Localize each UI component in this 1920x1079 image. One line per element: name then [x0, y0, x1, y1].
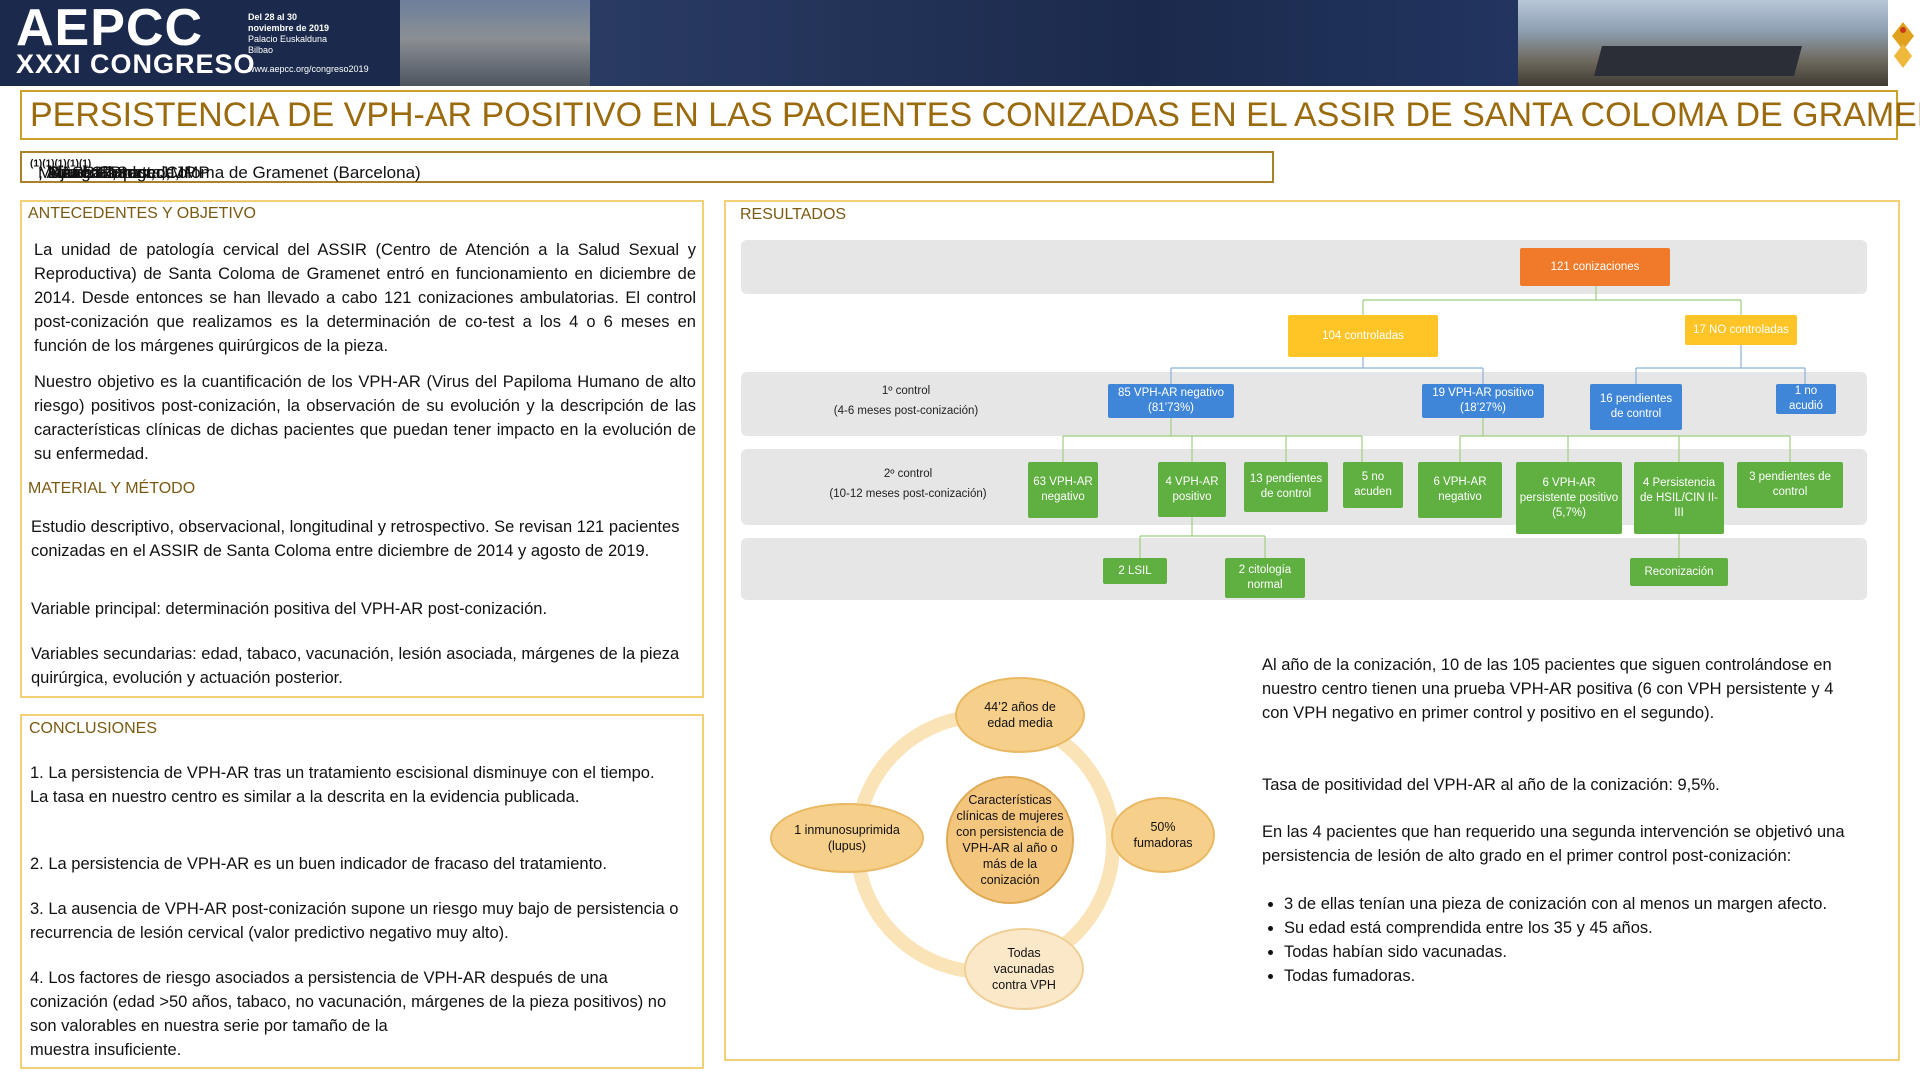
circle-top-age: 44’2 años de edad media	[955, 677, 1085, 753]
material-paragraph-1: Estudio descriptivo, observacional, long…	[31, 518, 680, 560]
circle-right-smokers: 50% fumadoras	[1111, 797, 1215, 873]
affiliation-mark: (1)	[30, 158, 43, 170]
banner-date: Del 28 al 30 noviembre de 2019 Palacio E…	[248, 12, 329, 56]
results-text-1: Al año de la conización, 10 de las 105 p…	[1262, 656, 1834, 722]
node-19-positivo: 19 VPH-AR positivo (18’27%)	[1422, 384, 1544, 418]
conclusion-4-text-end: muestra insuficiente.	[30, 1041, 182, 1059]
conclusiones-panel	[20, 714, 704, 1069]
banner-url: www.aepcc.org/congreso2019	[248, 64, 369, 74]
author: ; Vinagre Brugada, MP	[38, 163, 210, 182]
node-6-negativo: 6 VPH-AR negativo	[1418, 462, 1502, 518]
node-104-controladas: 104 controladas	[1288, 315, 1438, 357]
banner-congreso: XXXI CONGRESO	[16, 49, 256, 79]
conclusion-4-text: 4. Los factores de riesgo asociados a pe…	[30, 969, 667, 1035]
date-line: Del 28 al 30	[248, 12, 298, 22]
authors-box: Mitjans Carrasco, J (1); Abad Gil, I (1)…	[20, 151, 1274, 183]
node-6-persistente: 6 VPH-AR persistente positivo (5,7%)	[1516, 462, 1622, 534]
date-line: noviembre de 2019	[248, 23, 330, 33]
circle-center: Características clínicas de mujeres con …	[946, 776, 1074, 904]
node-121-conizaciones: 121 conizaciones	[1520, 248, 1670, 286]
congress-banner: AEPCC XXXI CONGRESO Del 28 al 30 noviemb…	[0, 0, 1920, 86]
circle-left-immunosuppressed: 1 inmunosuprimida (lupus)	[770, 803, 924, 873]
node-17-no-controladas: 17 NO controladas	[1685, 315, 1797, 345]
results-bullet: Su edad está comprendida entre los 35 y …	[1284, 916, 1864, 940]
node-2-lsil: 2 LSIL	[1103, 558, 1167, 584]
conclusiones-heading: CONCLUSIONES	[29, 720, 158, 737]
node-2-citologia: 2 citología normal	[1225, 558, 1305, 598]
results-bullet-list: 3 de ellas tenían una pieza de conizació…	[1262, 892, 1864, 988]
antecedentes-heading: ANTECEDENTES Y OBJETIVO	[28, 205, 256, 222]
band-label-subtitle: (4-6 meses post-conización)	[833, 405, 979, 417]
affiliation-mark: (1)	[66, 158, 79, 170]
band-label-title: 2º control	[883, 468, 933, 480]
conclusion-3: 3. La ausencia de VPH-AR post-conización…	[30, 900, 679, 942]
node-3-pendientes: 3 pendientes de control	[1737, 462, 1843, 508]
antecedentes-panel	[20, 200, 704, 698]
node-1-no-acudio: 1 no acudió	[1776, 384, 1836, 414]
banner-aepcc: AEPCC	[16, 0, 204, 57]
node-5-no-acuden: 5 no acuden	[1343, 462, 1403, 508]
antecedentes-paragraph-1: La unidad de patología cervical del ASSI…	[34, 241, 696, 355]
band-label-subtitle: (10-12 meses post-conización)	[829, 488, 987, 500]
banner-background	[590, 0, 1520, 86]
antecedentes-paragraph-2: Nuestro objetivo es la cuantificación de…	[34, 373, 696, 463]
city-line: Bilbao	[248, 45, 274, 55]
resultados-heading: RESULTADOS	[740, 206, 847, 223]
node-13-pendientes: 13 pendientes de control	[1244, 462, 1328, 512]
second-control-label: 2º control (10-12 meses post-conización)	[818, 466, 998, 502]
affiliation: . 1 ASSIR Santa Coloma de Gramenet (Barc…	[38, 163, 421, 182]
flow-band-root	[741, 240, 1867, 294]
authors-line: Mitjans Carrasco, J (1); Abad Gil, I (1)…	[30, 158, 421, 182]
congress-logo-icon	[1892, 22, 1914, 68]
poster-title: PERSISTENCIA DE VPH-AR POSITIVO EN LAS P…	[30, 96, 1920, 134]
results-text-2: Tasa de positividad del VPH-AR al año de…	[1262, 776, 1720, 794]
conclusion-1: 1. La persistencia de VPH-AR tras un tra…	[30, 764, 655, 806]
node-4-positivo: 4 VPH-AR positivo	[1158, 462, 1226, 517]
node-85-negativo: 85 VPH-AR negativo (81’73%)	[1108, 384, 1234, 418]
poster-title-box: PERSISTENCIA DE VPH-AR POSITIVO EN LAS P…	[20, 90, 1920, 140]
results-bullet: Todas fumadoras.	[1284, 964, 1864, 988]
author: ; Abad Gil, I	[38, 163, 126, 182]
circle-bottom-vaccinated: Todas vacunadas contra VPH	[964, 928, 1084, 1010]
node-63-negativo: 63 VPH-AR negativo	[1028, 462, 1098, 518]
material-paragraph-3: Variables secundarias: edad, tabaco, vac…	[31, 645, 680, 687]
results-bullet: 3 de ellas tenían una pieza de conizació…	[1284, 892, 1864, 916]
material-heading: MATERIAL Y MÉTODO	[28, 480, 196, 497]
author: Mitjans Carrasco, J	[38, 163, 184, 182]
node-reconizacion: Reconización	[1630, 558, 1728, 586]
first-control-label: 1º control (4-6 meses post-conización)	[826, 383, 986, 419]
conclusion-2: 2. La persistencia de VPH-AR es un buen …	[30, 855, 607, 873]
banner-photo-left	[400, 0, 600, 86]
author: ; Luis Labrador, J	[38, 163, 169, 182]
band-label-title: 1º control	[881, 385, 931, 397]
results-text-3: En las 4 pacientes que han requerido una…	[1262, 823, 1845, 865]
affiliation-mark: (1)	[54, 158, 67, 170]
conclusion-4: 4. Los factores de riesgo asociados a pe…	[30, 966, 670, 1062]
flow-connectors	[1062, 285, 1806, 558]
node-4-hsil: 4 Persistencia de HSIL/CIN II-III	[1634, 462, 1724, 534]
venue-line: Palacio Euskalduna	[248, 34, 328, 44]
affiliation-mark: (1)	[42, 158, 55, 170]
author: ; Blasco Zapater, MP	[38, 163, 196, 182]
material-paragraph-2: Variable principal: determinación positi…	[31, 600, 548, 618]
banner-photo-right	[1518, 0, 1888, 86]
node-16-pendientes: 16 pendientes de control	[1590, 384, 1682, 430]
results-bullet: Todas habían sido vacunadas.	[1284, 940, 1864, 964]
affiliation-mark: (1)	[78, 158, 92, 170]
